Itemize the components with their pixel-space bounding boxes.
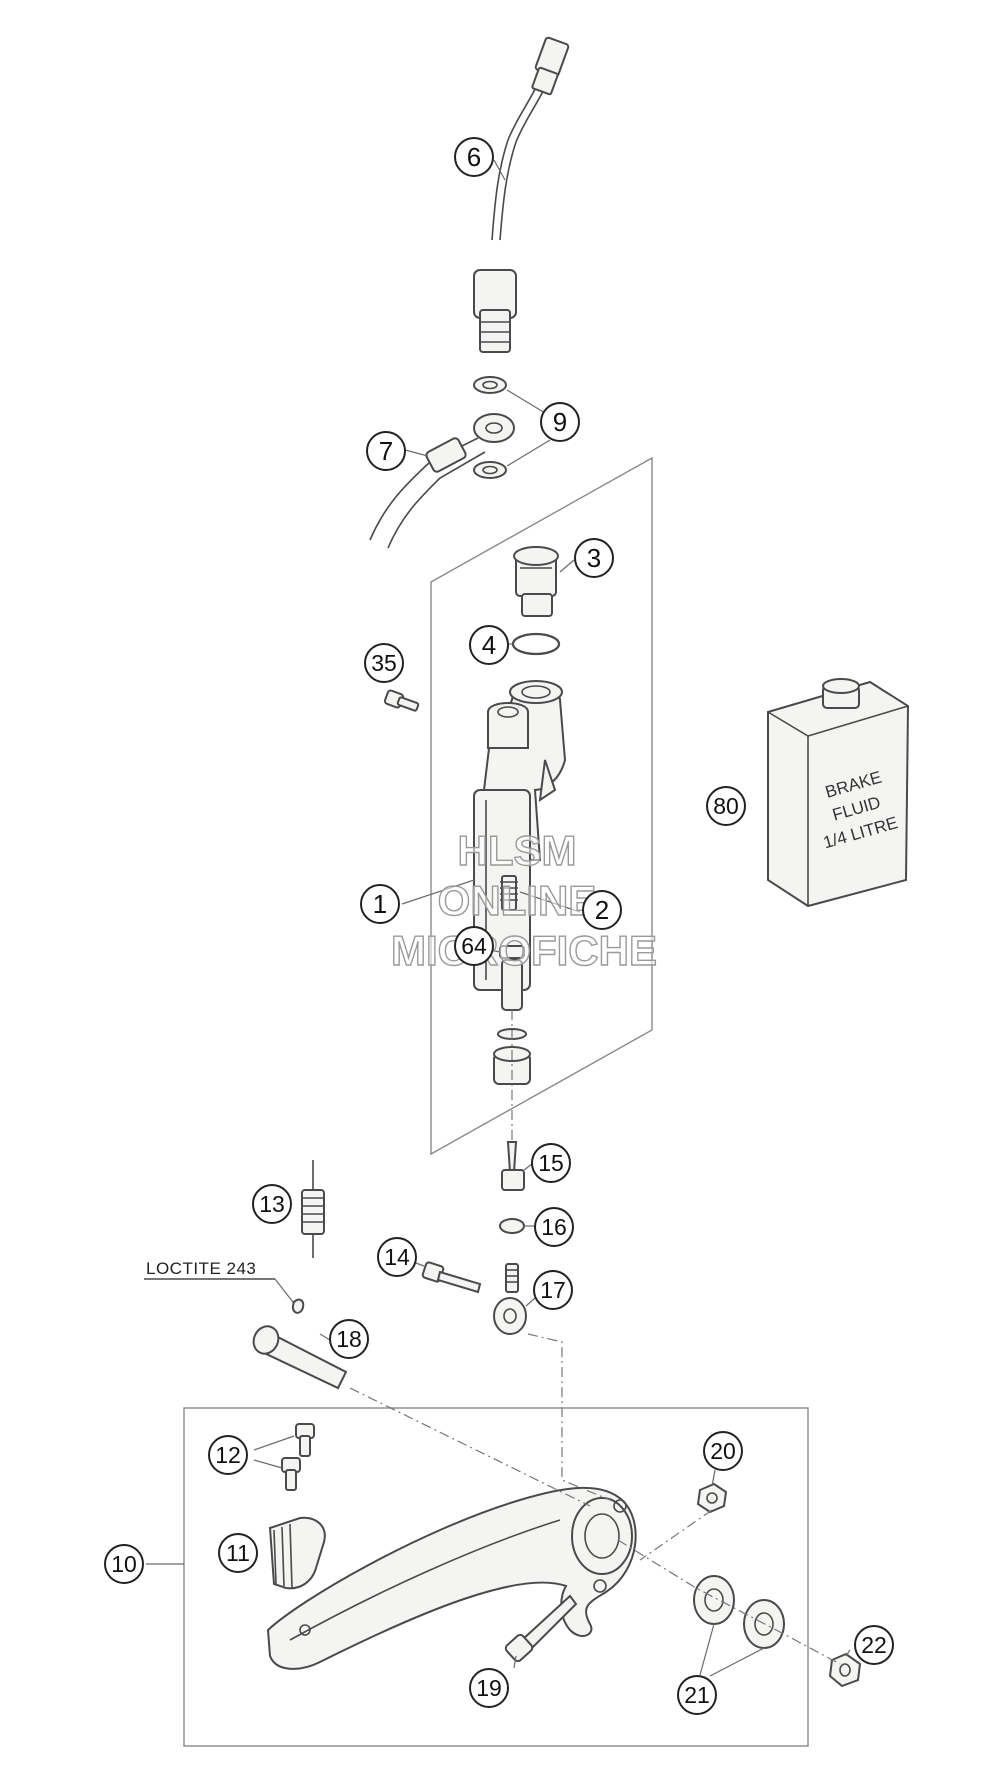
callout-15: 15 xyxy=(531,1143,571,1183)
axis-bearings xyxy=(617,1539,841,1665)
pedal-tip xyxy=(268,1516,326,1590)
callout-64-label: 64 xyxy=(461,933,487,959)
callout-35-label: 35 xyxy=(371,650,397,676)
callout-7-label: 7 xyxy=(379,436,393,466)
callout-80-label: 80 xyxy=(713,793,739,819)
brake-pedal-frame xyxy=(183,1407,809,1747)
callout-14-label: 14 xyxy=(384,1244,410,1270)
callout-1: 1 xyxy=(360,884,400,924)
callout-13: 13 xyxy=(252,1184,292,1224)
callout-20-label: 20 xyxy=(710,1438,736,1464)
bolt-14 xyxy=(421,1261,482,1294)
return-spring xyxy=(301,1160,325,1258)
callout-7: 7 xyxy=(366,431,406,471)
callout-22-label: 22 xyxy=(861,1632,887,1658)
callout-11: 11 xyxy=(218,1533,258,1573)
callout-19-label: 19 xyxy=(476,1675,502,1701)
clevis xyxy=(493,1263,527,1335)
callout-21: 21 xyxy=(677,1675,717,1715)
callout-2-label: 2 xyxy=(595,895,609,925)
callout-18-label: 18 xyxy=(336,1326,362,1352)
loctite-note: LOCTITE 243 xyxy=(146,1259,256,1278)
bolt-19 xyxy=(504,1594,578,1663)
callout-2: 2 xyxy=(582,890,622,930)
callout-35: 35 xyxy=(364,643,404,683)
callout-3-label: 3 xyxy=(587,543,601,573)
callout-20: 20 xyxy=(703,1431,743,1471)
callout-18: 18 xyxy=(329,1319,369,1359)
screws-12 xyxy=(281,1423,315,1491)
callout-10: 10 xyxy=(104,1544,144,1584)
callout-3: 3 xyxy=(574,538,614,578)
callout-13-label: 13 xyxy=(259,1191,285,1217)
callout-9: 9 xyxy=(540,402,580,442)
callout-16-label: 16 xyxy=(541,1214,567,1240)
callout-10-label: 10 xyxy=(111,1551,137,1577)
callout-4-label: 4 xyxy=(482,630,496,660)
watermark-line2: ONLINE xyxy=(438,877,597,924)
callout-14: 14 xyxy=(377,1237,417,1277)
bearings xyxy=(693,1575,785,1649)
callout-1-label: 1 xyxy=(373,889,387,919)
axis-clevis xyxy=(527,1333,611,1501)
callout-12-label: 12 xyxy=(215,1442,241,1468)
callout-19: 19 xyxy=(469,1668,509,1708)
callout-17-label: 17 xyxy=(540,1277,566,1303)
callout-11-label: 11 xyxy=(226,1540,250,1566)
nut-16 xyxy=(499,1218,525,1234)
callout-17: 17 xyxy=(533,1270,573,1310)
watermark-line1: HLSM xyxy=(458,827,577,874)
callout-21-label: 21 xyxy=(684,1682,710,1708)
callout-16: 16 xyxy=(534,1207,574,1247)
callout-15-label: 15 xyxy=(538,1150,564,1176)
brake-light-switch xyxy=(473,36,570,353)
brake-fluid-can: BRAKE FLUID 1/4 LITRE xyxy=(767,678,910,908)
pivot-bolt xyxy=(252,1298,348,1390)
master-cylinder-frame xyxy=(430,456,653,1156)
nut-22 xyxy=(828,1652,862,1688)
nut-20 xyxy=(696,1482,728,1514)
callout-22: 22 xyxy=(854,1625,894,1665)
o-ring xyxy=(511,632,561,656)
callout-12: 12 xyxy=(208,1435,248,1475)
axis-pivot-bolt xyxy=(349,1387,591,1507)
watermark-line3: MICROFICHE xyxy=(391,927,657,974)
push-rod xyxy=(501,1141,525,1191)
brake-pedal xyxy=(266,1486,637,1670)
callout-9-label: 9 xyxy=(553,407,567,437)
reservoir-cap xyxy=(513,546,559,617)
callout-4: 4 xyxy=(469,625,509,665)
screw-35 xyxy=(383,689,420,712)
watermark: HLSM ONLINE MICROFICHE xyxy=(390,826,657,974)
callout-6: 6 xyxy=(454,137,494,177)
callout-64: 64 xyxy=(454,926,494,966)
axis-nut-20 xyxy=(639,1509,713,1561)
callout-6-label: 6 xyxy=(467,142,481,172)
callout-80: 80 xyxy=(706,786,746,826)
washers xyxy=(473,376,507,479)
brake-line xyxy=(369,413,515,549)
